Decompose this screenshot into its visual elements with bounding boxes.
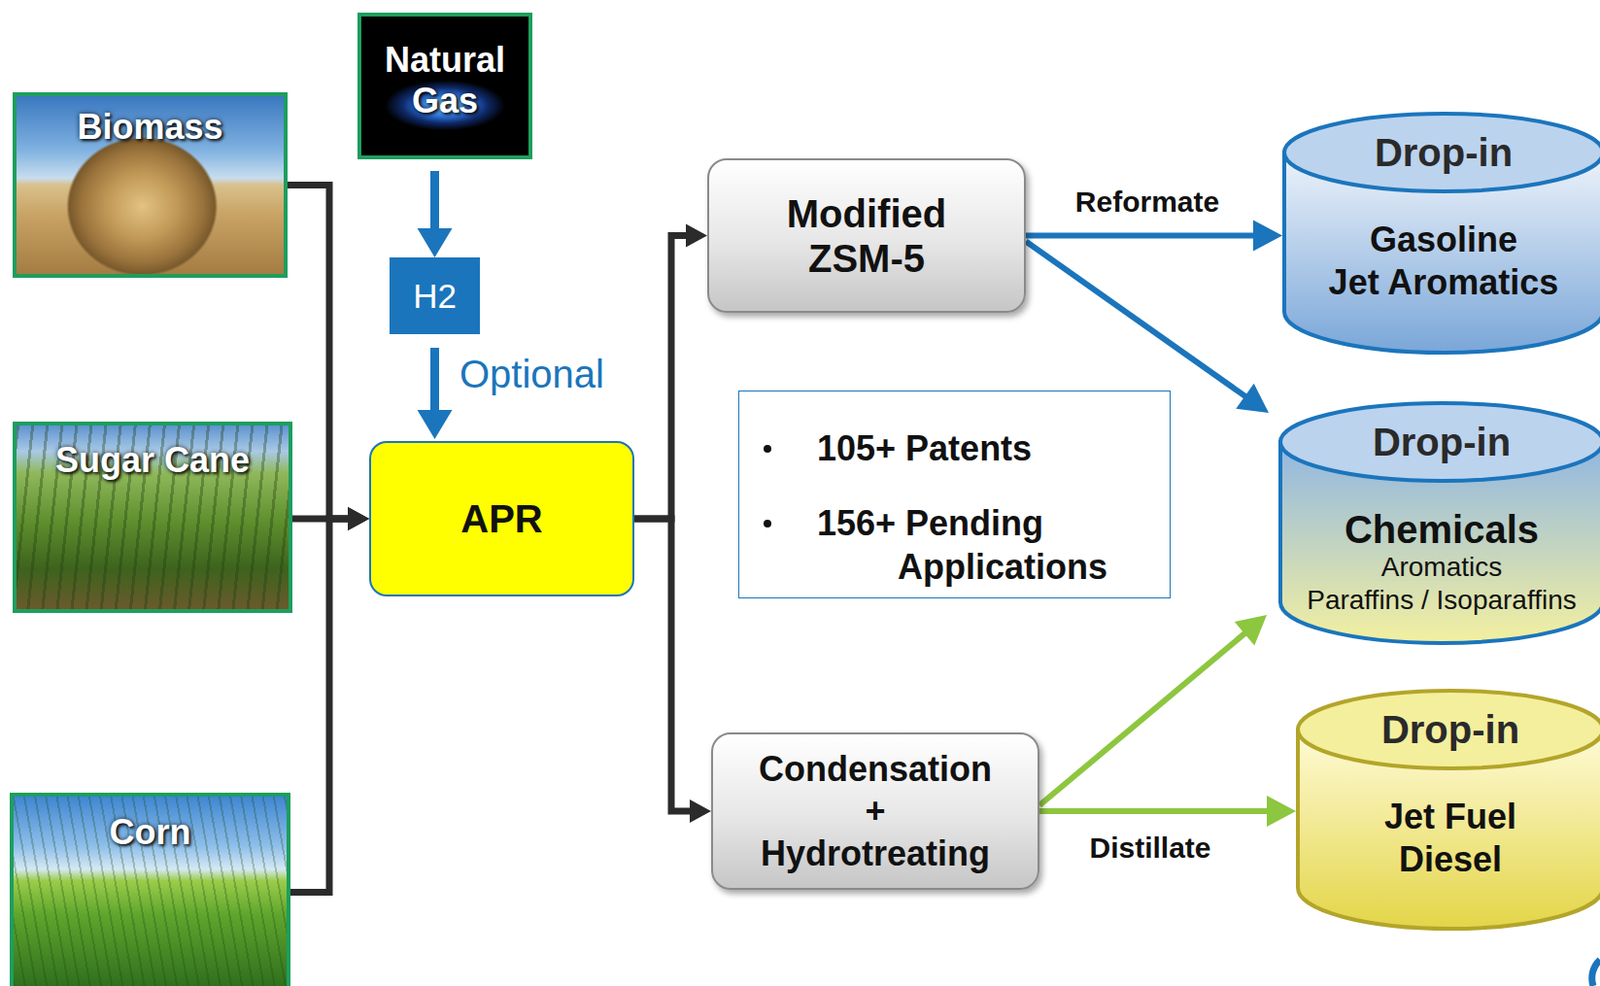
arrowhead	[347, 507, 370, 531]
bullet-row: 105+ Patents	[739, 426, 1170, 471]
flow-arrow	[634, 224, 708, 520]
cylinder-title: Drop-in	[1374, 131, 1513, 175]
arrowhead	[1253, 220, 1283, 252]
box-label: Natural Gas	[367, 39, 523, 121]
product-name: Diesel	[1398, 838, 1502, 882]
flow-arrow	[634, 518, 712, 823]
product-name: Jet Aromatics	[1328, 261, 1560, 305]
bullet-row: 156+ Pending Applications	[739, 501, 1170, 589]
cylinder-title: Drop-in	[1372, 420, 1511, 465]
hydrogen-box: H2	[389, 257, 480, 335]
product-cylinder: Drop-inChemicalsAromaticsParaffins / Iso…	[1278, 401, 1600, 646]
process-box: Modified ZSM-5	[707, 158, 1026, 313]
connector-line	[1039, 808, 1273, 815]
photo-caption: Biomass	[16, 106, 284, 147]
process-box: APR	[369, 441, 635, 597]
flow-arrow	[287, 185, 370, 532]
connector-line	[1039, 629, 1250, 806]
arrowhead	[417, 228, 453, 258]
sugar-cane-photo-box: Sugar Cane	[12, 421, 293, 613]
product-cylinder: Drop-inGasolineJet Aromatics	[1282, 111, 1600, 355]
connector-line	[634, 518, 694, 812]
flow-arrow	[1025, 241, 1269, 414]
cylinder-top	[1280, 403, 1600, 481]
cylinder-top	[1297, 690, 1600, 769]
edge-label: Optional	[456, 352, 608, 397]
bullet-dot	[763, 519, 772, 528]
logo-fragment	[1592, 959, 1600, 986]
flow-arrow	[417, 347, 453, 440]
connector-line	[634, 236, 690, 520]
product-name: Gasoline	[1369, 218, 1518, 262]
edge-label: Distillate	[1086, 831, 1214, 865]
cylinder-heading: Drop-in	[1295, 688, 1600, 771]
product-name: Jet Fuel	[1384, 795, 1517, 839]
connector-line	[290, 518, 352, 893]
photo-caption: Corn	[13, 812, 287, 852]
bullet-dot	[763, 444, 772, 453]
photo-caption: Sugar Cane	[16, 440, 289, 480]
bullet-text: 105+ Patents	[817, 426, 1128, 471]
natural-gas-box: Natural Gas	[357, 12, 533, 160]
biomass-photo-box: Biomass	[12, 92, 288, 278]
arrowhead	[1266, 795, 1296, 827]
box-label: Condensation + Hydrotreating	[751, 748, 1000, 875]
connector-line	[430, 347, 440, 416]
product-name: Chemicals	[1344, 508, 1539, 551]
connector-line	[1025, 233, 1260, 239]
cylinder-heading: Drop-in	[1282, 111, 1600, 194]
box-label: Modified ZSM-5	[759, 191, 974, 281]
box-label: APR	[460, 497, 543, 542]
edge-label: Reformate	[1072, 185, 1223, 219]
product-name: Aromatics	[1381, 550, 1502, 584]
arrowhead	[685, 224, 708, 248]
product-cylinder: Drop-inJet FuelDiesel	[1295, 688, 1600, 931]
cylinder-title: Drop-in	[1381, 708, 1520, 752]
connector-line	[287, 185, 352, 520]
connector-line	[1025, 241, 1250, 401]
cylinder-contents: GasolineJet Aromatics	[1290, 193, 1598, 330]
product-name: Paraffins / Isoparaffins	[1306, 583, 1577, 617]
cylinder-top	[1284, 113, 1600, 192]
arrowhead	[1235, 383, 1269, 413]
arrowhead	[347, 507, 370, 531]
bullet-text: 156+ Pending Applications	[817, 501, 1128, 589]
arrowhead	[417, 409, 453, 440]
flow-arrow	[1039, 614, 1267, 806]
corn-photo-box: Corn	[9, 792, 291, 986]
arrowhead	[347, 507, 370, 531]
connector-line	[430, 170, 440, 235]
flow-arrow	[1039, 795, 1296, 827]
flow-arrow	[1025, 220, 1283, 252]
cylinder-contents: ChemicalsAromaticsParaffins / Isoparaffi…	[1286, 482, 1598, 620]
box-label: H2	[412, 276, 457, 316]
cylinder-contents: Jet FuelDiesel	[1303, 770, 1598, 906]
process-box: Condensation + Hydrotreating	[711, 732, 1040, 890]
arrowhead	[1234, 614, 1267, 647]
patent-note-box: 105+ Patents 156+ Pending Applications	[738, 390, 1171, 599]
arrowhead	[689, 799, 712, 823]
cylinder-heading: Drop-in	[1278, 401, 1600, 483]
flow-arrow	[417, 170, 453, 258]
flow-arrow	[290, 507, 370, 893]
